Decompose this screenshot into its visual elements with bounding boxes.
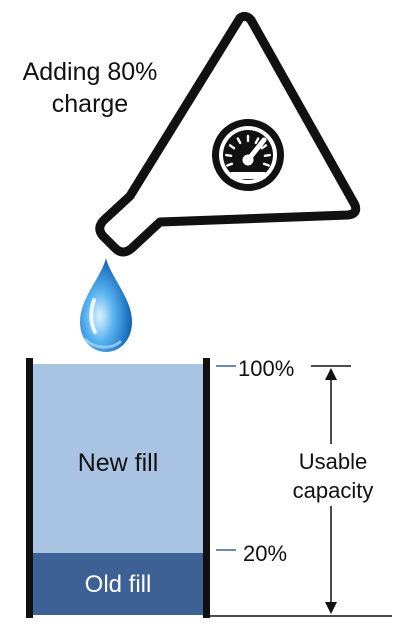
new-fill-region: [32, 364, 204, 553]
old-fill-region: [32, 553, 204, 615]
tank-right-wall: [203, 358, 210, 618]
caption-line-2: charge: [52, 90, 128, 118]
gauge-tick: [228, 144, 236, 150]
marker-100-label: 100%: [238, 356, 294, 381]
gauge-tick: [226, 162, 234, 167]
new-fill-label: New fill: [78, 449, 159, 477]
usable-capacity-line-1: Usable: [299, 449, 367, 474]
usable-capacity-line-2: capacity: [293, 478, 374, 503]
caption: Adding 80% charge: [23, 58, 158, 118]
level-markers: 100% 20%: [216, 356, 294, 566]
arrow-down-icon: [325, 602, 337, 614]
gauge-tick: [263, 153, 271, 158]
gauge-tick: [236, 137, 242, 145]
caption-line-1: Adding 80%: [23, 58, 158, 86]
old-fill-label: Old fill: [85, 571, 152, 598]
gauge-icon: [212, 119, 284, 191]
marker-20-label: 20%: [243, 541, 287, 566]
gauge-tick: [254, 137, 260, 145]
usable-capacity-dimension: Usable capacity: [210, 365, 392, 617]
gauge-tick: [224, 153, 233, 158]
tank-left-wall: [26, 358, 33, 618]
arrow-up-icon: [325, 368, 337, 380]
water-drop-icon: [80, 258, 132, 352]
tank: New fill Old fill: [26, 358, 210, 618]
gauge-tick: [262, 162, 270, 167]
gauge-tick: [260, 144, 268, 150]
